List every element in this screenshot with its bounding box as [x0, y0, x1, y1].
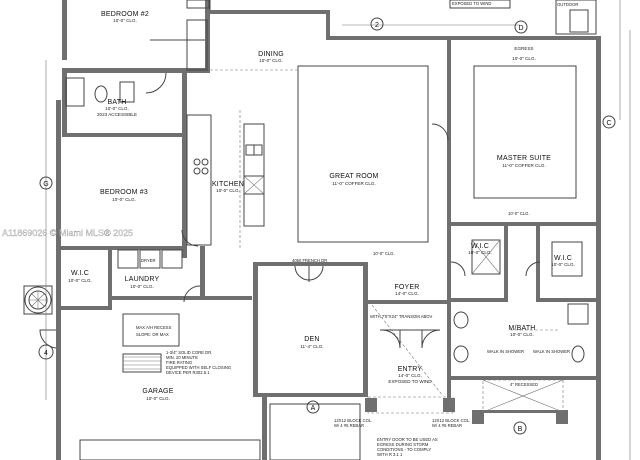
room-laundry-ceiling: 10'-0" CLG.	[130, 284, 154, 289]
room-egress-name: EGRESS	[514, 46, 533, 51]
room-kitchen-ceiling: 10'-0" CLG.	[216, 188, 240, 193]
room-garage-name: GARAGE	[142, 388, 173, 395]
note-block-col-2: W/ 4 #5 REBAR	[334, 423, 364, 428]
room-great-room-name: GREAT ROOM	[329, 173, 378, 180]
room-den-ceiling: 11'-4" CLG.	[300, 344, 323, 349]
room-mbath-ceiling: 10'-0" CLG.	[510, 332, 534, 337]
note-storm-4: WITH R 3.1 1	[377, 452, 403, 457]
room-great-room-ceiling: 11'-0" COFFER CLG.	[332, 181, 376, 186]
room-bath-note: 2023 ACCESSIBLE	[97, 112, 137, 117]
note-fire-door-4: EQUIPPED WITH SELF CLOSING	[166, 365, 231, 370]
note-ceiling-10-master: 10'-0" CLG.	[508, 211, 530, 216]
note-walk-in-shower-1: WALK IN SHOWER	[487, 349, 524, 354]
room-wic-master2-name: W.I.C	[554, 255, 572, 262]
note-ac-recess: MAX A/H RECESS	[136, 325, 172, 330]
room-wic-left-ceiling: 10'-0" CLG.	[68, 278, 92, 283]
room-bath-ceiling: 10'-0" CLG.	[105, 106, 129, 111]
room-bath-name: BATH	[108, 99, 127, 106]
room-garage-ceiling: 10'-0" CLG.	[146, 396, 170, 401]
notes: EXPOSED TO WIND 10'-0" CLG. 10'-0" CLG. …	[136, 1, 578, 457]
grid-tag-a: A	[311, 405, 316, 412]
room-master-suite-ceiling: 11'-0" COFFER CLG.	[502, 163, 546, 168]
note-block-col-3: 12X12 BLOCK COL.	[432, 418, 470, 423]
room-entry-note: EXPOSED TO WIND	[388, 379, 432, 384]
room-egress-ceiling: 10'-0" CLG.	[512, 56, 536, 61]
note-storm-2: EGRESS DURING STORM	[377, 442, 429, 447]
room-dining-ceiling: 10'-0" CLG.	[259, 58, 283, 63]
room-wic-left-name: W.I.C	[71, 270, 89, 277]
watermark: A11869026 © Miami MLS® 2025	[2, 228, 133, 238]
room-bedroom3-name: BEDROOM #3	[100, 189, 148, 196]
note-dryer: DRYER	[141, 258, 156, 263]
room-master-suite-name: MASTER SUITE	[497, 155, 551, 162]
room-entry-ceiling: 14'-0" CLG.	[398, 373, 422, 378]
interior-lines	[23, 0, 631, 460]
note-ac-recess-2: SLOPE: OR MAX	[136, 332, 169, 337]
room-foyer-name: FOYER	[394, 284, 419, 291]
grid-tag-4: 4	[44, 350, 48, 357]
room-laundry-name: LAUNDRY	[125, 276, 160, 283]
room-den-name: DEN	[304, 336, 319, 343]
room-entry-name: ENTRY	[398, 366, 423, 373]
grid-tag-g: G	[43, 181, 48, 188]
note-block-col-4: W/ 4 #5 REBAR	[432, 423, 462, 428]
walls	[56, 0, 601, 460]
room-bedroom3-ceiling: 10'-0" CLG.	[112, 197, 136, 202]
note-walk-in-shower-2: WALK IN SHOWER	[533, 349, 570, 354]
note-outdoor: OUTDOOR	[557, 2, 578, 7]
room-wic-master2-ceiling: 10'-0" CLG.	[551, 262, 575, 267]
note-storm-1: ENTRY DOOR TO BE USED AS	[377, 437, 438, 442]
note-block-col-1: 12X12 BLOCK COL.	[334, 418, 372, 423]
room-foyer-ceiling: 14'-0" CLG.	[395, 291, 419, 296]
note-fire-door-1: 1-3/4" SOLID CORE DR.	[166, 350, 212, 355]
note-storm-3: CONDITIONS - TO COMPLY	[377, 447, 431, 452]
note-transom: WITH 7'5"X24" TRANSOM ABOV	[370, 314, 433, 319]
grid-tag-2: 2	[375, 22, 379, 29]
grid-tags: 2 D C G 4 A B	[38, 17, 616, 435]
room-mbath-name: M/BATH	[508, 325, 535, 332]
note-fire-door-3: FIRE RATING	[166, 360, 192, 365]
room-wic-master1-name: W.I.C	[471, 243, 489, 250]
room-bedroom2-name: BEDROOM #2	[101, 11, 149, 18]
note-recessed: 4" RECESSED	[510, 382, 538, 387]
note-fire-door-5: DEVICE PER R302.5.1	[166, 370, 210, 375]
room-labels: BEDROOM #2 10'-0" CLG. DINING 10'-0" CLG…	[68, 11, 575, 401]
grid-tag-b: B	[518, 426, 523, 433]
note-exposed-wind: EXPOSED TO WIND	[452, 1, 491, 6]
room-dining-name: DINING	[258, 51, 284, 58]
note-french-door: 4050 FRENCH DR	[292, 258, 327, 263]
note-ceiling-10: 10'-0" CLG.	[373, 251, 395, 256]
note-fire-door-2: MIN. 20 MINUTE	[166, 355, 198, 360]
room-bedroom2-ceiling: 10'-0" CLG.	[113, 18, 137, 23]
room-wic-master1-ceiling: 10'-0" CLG.	[468, 250, 492, 255]
grid-tag-c: C	[606, 120, 611, 127]
room-kitchen-name: KITCHEN	[212, 181, 244, 188]
grid-tag-d: D	[518, 25, 523, 32]
